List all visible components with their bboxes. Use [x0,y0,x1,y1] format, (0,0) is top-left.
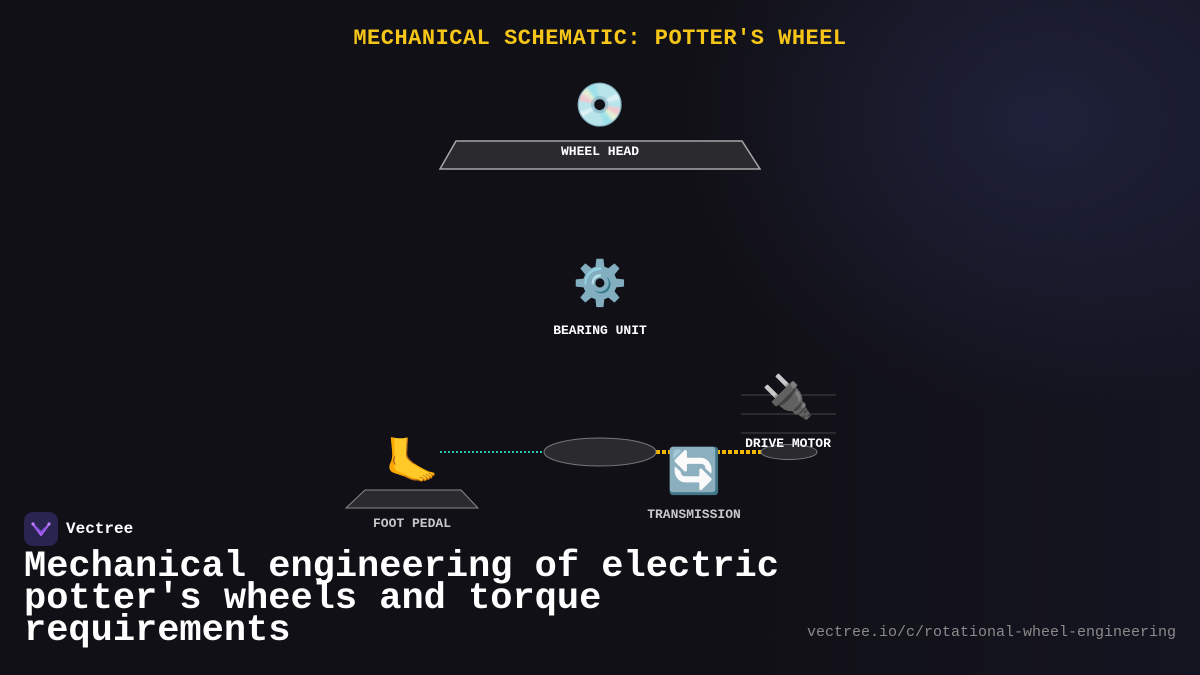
foot-pedal-plate [344,489,480,509]
motor-pulley [760,444,818,460]
source-url[interactable]: vectree.io/c/rotational-wheel-engineerin… [806,624,1176,641]
transmission-pulley [543,437,657,467]
vectree-logo-icon [24,512,58,546]
optical-disc-icon: 💿 [573,80,627,129]
wheel-head-label: WHEEL HEAD [560,144,639,159]
electric-plug-icon: 🔌 [761,372,815,421]
brand-name: Vectree [66,520,134,538]
foot-pedal-label: FOOT PEDAL [372,516,451,531]
page-headline: Mechanical engineering of electric potte… [24,546,779,652]
rotate-arrows-icon: 🔄 [666,446,722,497]
gear-icon: ⚙️ [572,258,628,309]
foot-icon: 🦶 [384,436,440,487]
brand: Vectree [24,512,133,546]
diagram-title: MECHANICAL SCHEMATIC: POTTER'S WHEEL [353,26,847,51]
transmission-label: TRANSMISSION [647,507,741,522]
bearing-unit-label: BEARING UNIT [553,323,647,338]
drive-motor-label: DRIVE MOTOR [745,436,831,451]
wheel-head-platform [438,140,762,170]
